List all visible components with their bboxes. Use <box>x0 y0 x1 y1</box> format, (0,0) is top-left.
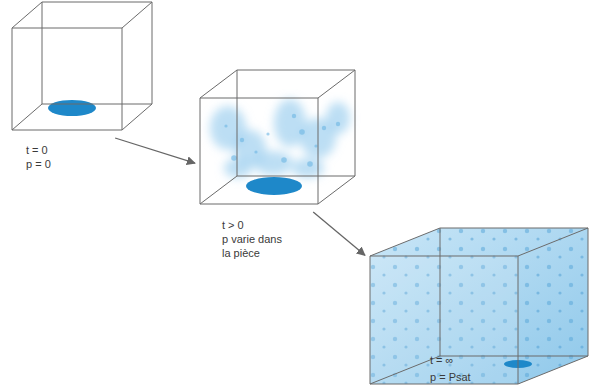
room-cube: t = 0p = 0 <box>10 0 156 134</box>
droplet <box>314 144 317 147</box>
cube-edge <box>440 228 588 229</box>
cube-outline <box>10 0 156 134</box>
cube-edge <box>318 176 355 204</box>
water-puddle <box>246 177 302 195</box>
cube-edge <box>12 2 42 28</box>
cube-edge <box>518 356 588 384</box>
droplet <box>240 138 244 142</box>
cube-edge <box>200 98 318 99</box>
cube-edge <box>237 70 238 176</box>
front-face <box>370 256 518 384</box>
cube-edge <box>200 176 237 204</box>
state-label: p varie dans la pièce <box>222 232 292 260</box>
cube-edge <box>318 98 319 204</box>
state-label: t > 0 <box>222 218 292 232</box>
state-label: t = 0 <box>26 143 86 157</box>
cube-edge <box>588 228 589 356</box>
cube-edge <box>122 2 152 28</box>
cube-edge <box>200 98 201 204</box>
cube-edge <box>370 228 440 256</box>
cube-edge <box>12 104 42 130</box>
droplet <box>266 132 269 135</box>
droplet <box>307 161 313 167</box>
droplet <box>231 155 237 161</box>
cube-edge <box>518 256 519 384</box>
droplet <box>292 114 296 118</box>
water-puddle <box>48 100 96 116</box>
cube-edge <box>200 204 318 205</box>
cube-outline <box>368 226 590 389</box>
vapour-droplets <box>370 228 588 384</box>
cube-edge <box>237 176 355 177</box>
cube-outline <box>198 68 358 208</box>
cube-edge <box>237 70 355 71</box>
state-label: p = 0 <box>26 157 86 171</box>
cube-edge <box>42 2 43 104</box>
cube-edge <box>200 70 237 98</box>
cube-edge <box>42 2 152 3</box>
cube-edge <box>440 356 588 357</box>
cube-edge <box>370 256 518 257</box>
state-label: t = ∞ <box>430 353 500 367</box>
state-label: p = Psat <box>430 370 500 384</box>
cube-edge <box>370 384 518 385</box>
droplet <box>299 129 305 135</box>
vapour-cloud <box>210 99 350 178</box>
cube-edge <box>370 356 440 384</box>
cube-edge <box>42 104 152 105</box>
cube-edge <box>12 130 122 131</box>
vapour-fill <box>370 228 588 384</box>
droplet <box>224 124 227 127</box>
cube-edge <box>12 28 122 29</box>
room-cube: t > 0p varie dans la pièce <box>198 68 358 208</box>
cube-edge <box>318 70 355 98</box>
process-arrow <box>115 138 195 163</box>
cube-edge <box>370 256 371 384</box>
cube-edge <box>355 70 356 176</box>
droplet <box>322 126 326 130</box>
droplet <box>336 122 340 126</box>
cube-edge <box>518 228 588 256</box>
cube-edge <box>122 28 123 130</box>
process-arrow <box>313 212 365 255</box>
droplet <box>281 157 287 163</box>
cube-edge <box>12 28 13 130</box>
cube-edge <box>152 2 153 104</box>
cube-edge <box>122 104 152 130</box>
room-cube: t = ∞ p = Psat <box>368 226 590 389</box>
droplet <box>254 150 257 153</box>
cube-edge <box>440 228 441 356</box>
